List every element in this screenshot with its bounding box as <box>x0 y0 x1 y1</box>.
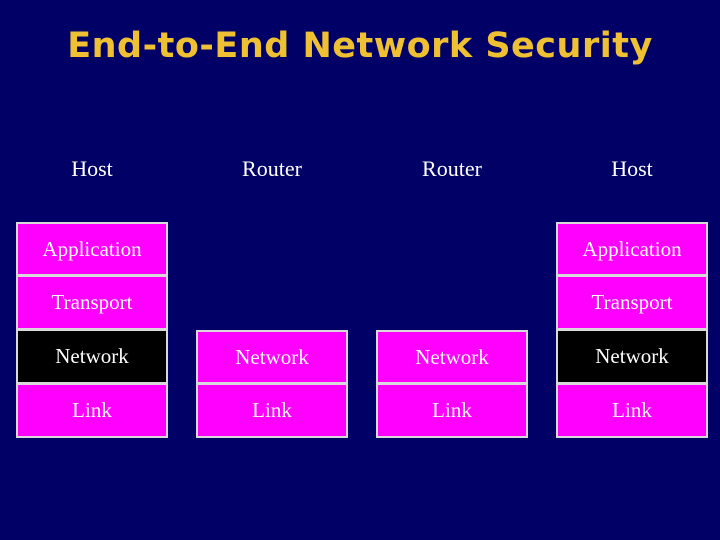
layer-box-router-2-link[interactable]: Link <box>376 384 528 438</box>
layer-label: Link <box>432 398 472 422</box>
layer-label: Application <box>582 236 682 261</box>
column-header-router-2: Router <box>422 156 482 181</box>
layer-box-host-left-application[interactable]: Application <box>16 222 168 276</box>
layer-box-host-left-network[interactable]: Network <box>16 330 168 384</box>
layer-box-router-1-network[interactable]: Network <box>196 330 348 384</box>
layer-label: Link <box>252 398 292 422</box>
layer-box-host-right-transport[interactable]: Transport <box>556 276 708 330</box>
layer-label: Application <box>42 236 142 261</box>
layer-label: Network <box>595 344 669 368</box>
layer-label: Transport <box>51 290 133 314</box>
layer-box-router-2-network[interactable]: Network <box>376 330 528 384</box>
layer-label: Link <box>72 398 112 422</box>
layer-label: Network <box>415 344 489 369</box>
layer-box-host-right-network[interactable]: Network <box>556 330 708 384</box>
page-title: End-to-End Network Security <box>67 26 653 66</box>
layer-label: Link <box>612 398 652 422</box>
column-header-host-right: Host <box>611 156 653 181</box>
layer-box-router-1-link[interactable]: Link <box>196 384 348 438</box>
layer-label: Transport <box>591 290 673 314</box>
layer-box-host-left-link[interactable]: Link <box>16 384 168 438</box>
layer-box-host-right-application[interactable]: Application <box>556 222 708 276</box>
column-header-router-1: Router <box>242 156 302 181</box>
layer-label: Network <box>235 344 309 369</box>
layer-box-host-right-link[interactable]: Link <box>556 384 708 438</box>
layer-box-host-left-transport[interactable]: Transport <box>16 276 168 330</box>
layer-label: Network <box>55 344 129 368</box>
column-header-host-left: Host <box>71 156 113 181</box>
